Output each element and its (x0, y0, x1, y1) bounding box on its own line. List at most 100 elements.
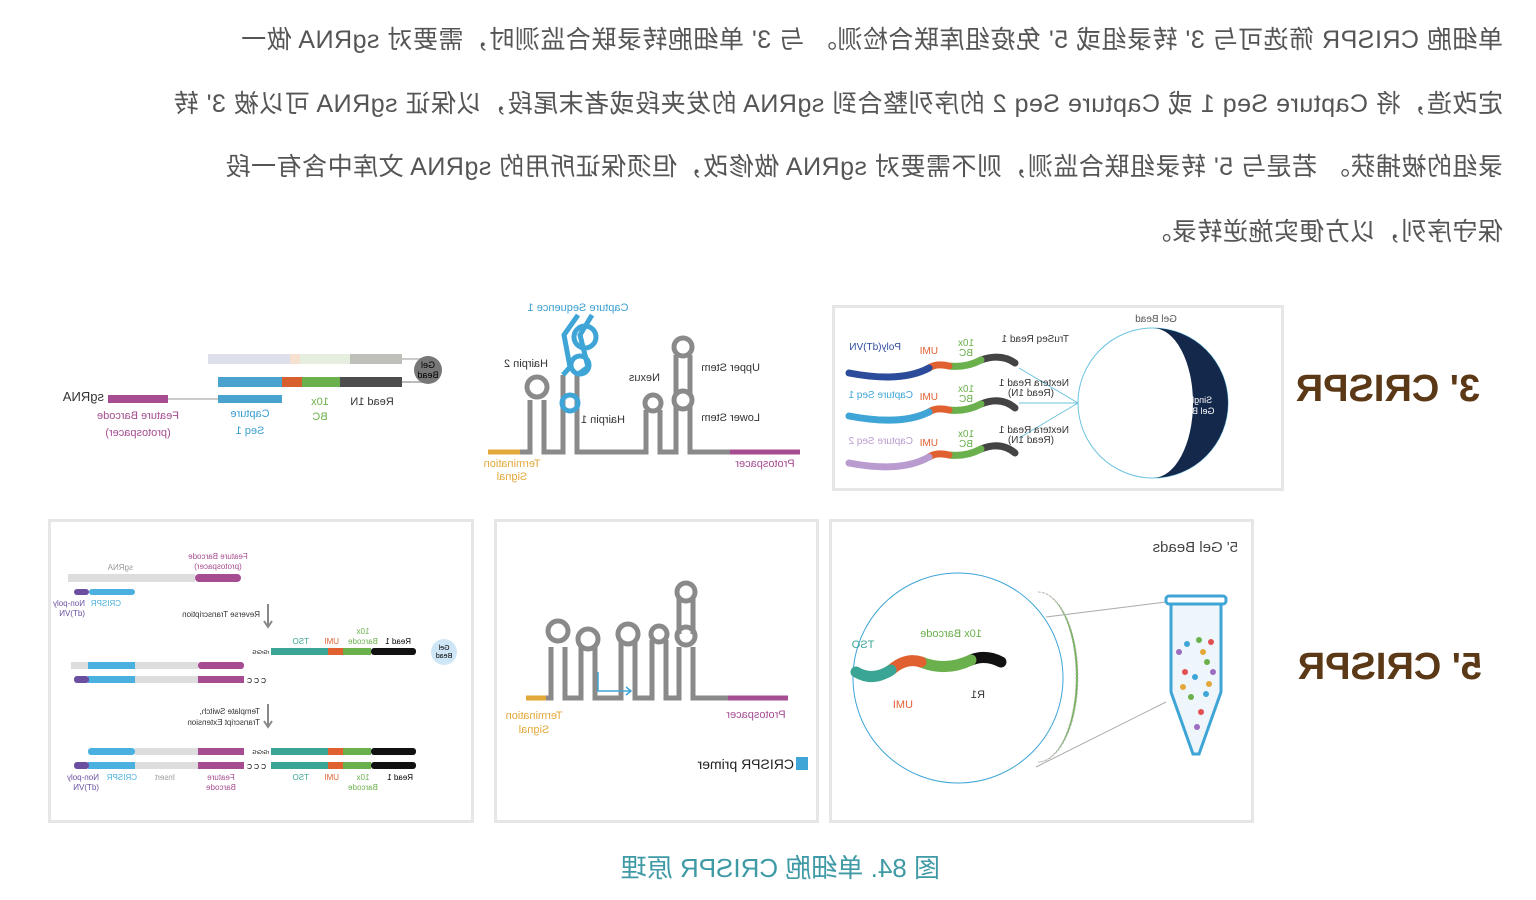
sgrna-hairpin-capture-diagram: Capture Sequence 1 Hairpin 2 Hairpin 1 N… (480, 295, 810, 490)
termination-label: Signal (519, 724, 550, 736)
sgrna-bar (68, 574, 195, 582)
template-switch-label: Transcript Extension (187, 718, 260, 727)
crispr-primer-legend: CRISPR primer (697, 756, 794, 772)
polydt-label: Poly(dT)VN (849, 342, 901, 353)
termination-label: Termination (506, 710, 563, 722)
bc-label: 10x (958, 338, 974, 349)
protospacer-label: Protospacer (726, 709, 786, 721)
lower-stem-loop (671, 388, 695, 412)
gel-bead-label: Gel (421, 360, 435, 370)
gel-beads-title: 5' Gel Beads (1153, 539, 1238, 556)
read1-label: Read 1 (385, 637, 411, 646)
connector-lines (1035, 601, 1167, 768)
capture-label: Capture (230, 408, 269, 420)
hairpin2-loop (524, 374, 550, 400)
faded-bead-strand (208, 354, 430, 364)
crispr-primer-bar (89, 589, 135, 595)
bc-label: Barcode (348, 637, 378, 646)
hairpin3-loop (545, 618, 571, 644)
nextera-label: Nextera Read 1 (999, 378, 1069, 389)
capture-sequence-hairpin (559, 313, 599, 414)
read1-label: Read 1 (387, 773, 413, 782)
nonpoly-label: Non-poly (67, 773, 99, 782)
tube-icon (1164, 594, 1228, 756)
gel-bead-core (1153, 328, 1228, 478)
paragraph-line: 保守序列，以方便实施逆转录。 (1145, 218, 1503, 246)
primer-arrow-icon (597, 672, 633, 696)
protospacer-label: Protospacer (735, 458, 795, 470)
rgrgrg-label: rGrGrG (252, 750, 269, 756)
nexus-loop (648, 623, 670, 645)
paragraph-line: 单细胞 CRISPR 筛选可与 3' 转录组或 5' 免疫组库联合检测。 与 3… (240, 26, 1503, 54)
gel-bead-label: Bead (417, 370, 438, 380)
capture-seq2-label: Capture Seq 2 (848, 436, 913, 447)
gel-bead-icon (414, 356, 442, 384)
bc-label: BC (312, 411, 327, 423)
bc-label: 10x (958, 384, 974, 395)
tso-label: TSO (293, 637, 309, 646)
rgrgrg-label: rGrGrG (252, 650, 269, 656)
bead-zoom-circle (852, 572, 1064, 784)
nonpoly-label: Non-poly (53, 599, 85, 608)
capture-label: Seq 1 (236, 425, 265, 437)
ccc-label: C C C (247, 678, 266, 685)
umi-label: UMI (893, 699, 913, 711)
protospacer-bar (195, 574, 241, 582)
termination-label: Signal (497, 471, 528, 483)
umi-label: UMI (920, 392, 938, 403)
bead-oligo (218, 377, 430, 387)
upper-stem-label: Upper Stem (701, 362, 760, 374)
read-label: Read 1N (350, 396, 393, 408)
bc-label: BC (959, 439, 973, 450)
ccc-label: C C C (247, 764, 266, 771)
gel-bead-label: Gel Bead (1135, 314, 1177, 325)
bc-label: BC (959, 348, 973, 359)
sgrna-strand (108, 395, 282, 403)
umi-label: UMI (324, 773, 339, 782)
down-arrow-icon (263, 604, 273, 629)
crispr-5prime-workflow: sgRNA Feature Barcode (protospacer) CRIS… (48, 519, 474, 823)
template-switch-label: Template Switch, (200, 707, 260, 716)
dtvn-label: (dT)VN (59, 609, 85, 618)
nextera-label: Nextera Read 1 (999, 425, 1069, 436)
tso-label: TSO (851, 639, 874, 651)
cdna-strands (71, 662, 244, 683)
paragraph-line: 录组的被捕获。 若是与 5' 转录组联合监测，则不需要对 sgRNA 做修改，但… (225, 153, 1503, 181)
dtvn-label: (dT)VN (73, 783, 99, 792)
bc-label: 10x (311, 396, 329, 408)
strand-capture1 (845, 397, 1019, 424)
upper-stem-loop (674, 580, 698, 604)
truseq-label: TruSeq Read 1 (1001, 334, 1069, 345)
hairpin1-loop (615, 621, 641, 647)
feature-barcode-label: (protospacer) (105, 427, 170, 439)
capture-sequence-label: Capture Sequence 1 (528, 302, 629, 314)
feature-barcode-label: (protospacer) (194, 562, 242, 571)
legend-swatch (796, 757, 808, 770)
final-library-strands (74, 748, 416, 769)
feature-barcode-label: Feature (207, 773, 235, 782)
reverse-transcription-label: Reverse Transcription (182, 610, 260, 619)
nexus-loop (642, 392, 664, 414)
bc-label: 10x (958, 429, 974, 440)
sgrna-backbone (546, 597, 728, 701)
sgrna-capture-diagram: Gel Bead sgRNA Read 1N 10x BC Capture Se… (50, 290, 450, 490)
three-prime-crispr-label: 3' CRISPR (1295, 368, 1480, 410)
paragraph-line: 定改造，将 Capture Seq 1 或 Capture Seq 2 的序列整… (173, 90, 1503, 118)
nextera-label: (Read 1N) (1008, 388, 1054, 399)
sgrna-label: sgRNA (107, 563, 133, 572)
lower-stem-label: Lower Stem (701, 412, 760, 424)
bc-label: 10x (357, 627, 370, 636)
bc-label: 10x (357, 773, 370, 782)
sgrna-backbone (520, 355, 730, 455)
strand-capture2 (845, 442, 1019, 471)
gel-bead-5prime-diagram: 5' Gel Beads TSO 10x Barcode UMI (829, 519, 1254, 823)
sgrna-primer-diagram: Protospacer Termination Signal CRISPR pr… (494, 519, 819, 823)
hairpin1-label: Hairpin 1 (581, 414, 625, 426)
insert-label: Insert (154, 773, 175, 782)
umi-label: UMI (324, 637, 339, 646)
capture-seq1-label: Capture Seq 1 (848, 390, 913, 401)
gel-bead-surface (1037, 591, 1079, 763)
bc-label: BC (959, 394, 973, 405)
sgrna-label: sgRNA (62, 389, 104, 404)
